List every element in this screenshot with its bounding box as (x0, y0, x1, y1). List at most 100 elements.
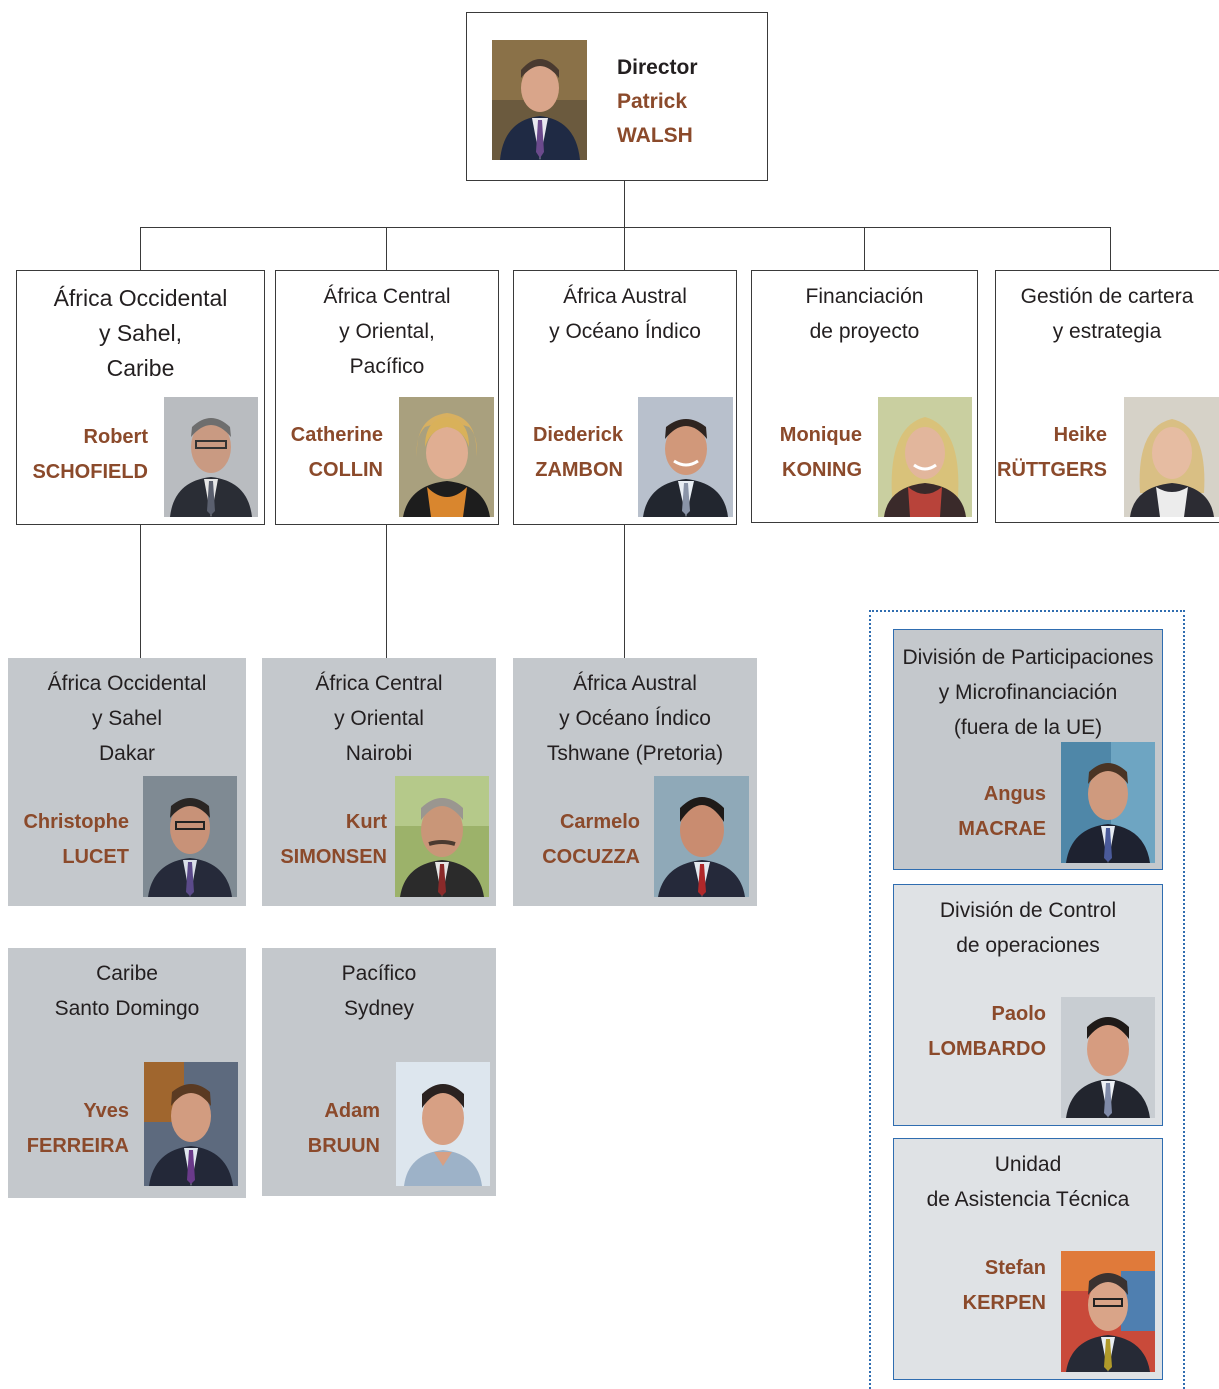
division-box-equity-microfinance: División de Participaciones y Microfinan… (893, 629, 1163, 870)
office-head-photo (395, 776, 489, 897)
office-title: Caribe Santo Domingo (8, 956, 246, 1026)
department-title-line: y estrategia (1052, 320, 1162, 343)
department-title-line: Gestión de cartera (1020, 285, 1194, 308)
division-head-photo (1061, 742, 1155, 863)
last-name: KERPEN (962, 1292, 1046, 1314)
division-head-photo (1061, 997, 1155, 1118)
division-title-line: de Asistencia Técnica (926, 1188, 1130, 1211)
office-head-photo (144, 1062, 238, 1186)
first-name: Adam (324, 1100, 380, 1122)
office-box-dakar: África Occidental y Sahel Dakar Christop… (8, 658, 246, 906)
department-title-line: Caribe (106, 355, 175, 381)
office-title-line: África Occidental (47, 672, 207, 695)
office-title-line: y Océano Índico (559, 707, 711, 730)
office-title-line: Santo Domingo (54, 997, 200, 1020)
department-head-photo (164, 397, 258, 517)
department-box-west-africa: África Occidental y Sahel, Caribe Robert… (16, 270, 265, 525)
office-head-name: Christophe LUCET (23, 805, 129, 875)
office-title-line: Nairobi (345, 742, 413, 765)
department-head-name: Diederick ZAMBON (533, 418, 623, 488)
department-title-line: África Austral (563, 285, 687, 308)
last-name: BRUUN (307, 1135, 380, 1157)
office-title-line: África Austral (573, 672, 697, 695)
office-title: África Occidental y Sahel Dakar (8, 666, 246, 771)
department-title-line: África Central (323, 285, 451, 308)
division-title-line: de operaciones (956, 934, 1100, 957)
first-name: Diederick (532, 424, 623, 446)
department-box-portfolio-strategy: Gestión de cartera y estrategia Heike RÜ… (995, 270, 1219, 523)
office-title-line: Caribe (96, 962, 158, 985)
divisions-group-frame (869, 610, 1185, 1389)
first-name: Paolo (991, 1003, 1046, 1025)
division-head-name: Stefan KERPEN (963, 1251, 1046, 1321)
department-box-project-finance: Financiación de proyecto Monique KONING (751, 270, 978, 523)
connector-office-1 (140, 524, 141, 659)
office-head-name: Yves FERREIRA (27, 1094, 129, 1164)
office-title-line: Pacífico (341, 962, 417, 985)
last-name: ZAMBON (535, 459, 623, 481)
division-title: Unidad de Asistencia Técnica (894, 1147, 1162, 1217)
first-name: Catherine (290, 424, 383, 446)
department-head-photo (399, 397, 494, 517)
first-name: Stefan (984, 1257, 1046, 1279)
office-title-line: Tshwane (Pretoria) (546, 742, 724, 765)
division-box-technical-assistance: Unidad de Asistencia Técnica Stefan KERP… (893, 1138, 1163, 1380)
department-head-name: Heike RÜTTGERS (997, 418, 1107, 488)
connector-office-2 (386, 524, 387, 659)
department-title-line: y Océano Índico (549, 320, 701, 343)
department-title-line: Pacífico (349, 355, 425, 378)
department-box-central-east-africa: África Central y Oriental, Pacífico Cath… (275, 270, 499, 525)
first-name: Monique (779, 424, 862, 446)
office-box-nairobi: África Central y Oriental Nairobi Kurt S… (262, 658, 496, 906)
connector-horizontal-bar (140, 227, 1111, 228)
last-name: COLLIN (308, 459, 383, 481)
last-name: LUCET (62, 846, 129, 868)
office-head-name: Carmelo COCUZZA (542, 805, 640, 875)
connector-dept-1 (140, 227, 141, 270)
office-box-sydney: Pacífico Sydney Adam BRUUN (262, 948, 496, 1196)
department-title-line: y Sahel, (98, 320, 183, 346)
office-head-name: Adam BRUUN (308, 1094, 380, 1164)
office-head-name: Kurt SIMONSEN (280, 805, 387, 875)
office-head-photo (396, 1062, 490, 1186)
office-title-line: Sydney (343, 997, 415, 1020)
division-title-line: (fuera de la UE) (953, 716, 1103, 739)
office-title-line: Dakar (98, 742, 156, 765)
first-name: Yves (83, 1100, 129, 1122)
director-role: Director (617, 56, 698, 79)
connector-dept-3 (624, 227, 625, 270)
office-box-santo-domingo: Caribe Santo Domingo Yves FERREIRA (8, 948, 246, 1198)
department-title: África Central y Oriental, Pacífico (276, 279, 498, 384)
last-name: KONING (782, 459, 862, 481)
last-name: RÜTTGERS (997, 459, 1107, 481)
division-title: División de Control de operaciones (894, 893, 1162, 963)
office-title-line: África Central (315, 672, 443, 695)
office-head-photo (654, 776, 749, 897)
office-head-photo (143, 776, 237, 897)
first-name: Christophe (23, 811, 129, 833)
first-name: Kurt (345, 811, 387, 833)
office-box-tshwane: África Austral y Océano Índico Tshwane (… (513, 658, 757, 906)
department-head-photo (638, 397, 733, 517)
department-head-photo (878, 397, 972, 517)
connector-office-3 (624, 524, 625, 659)
office-title: África Central y Oriental Nairobi (262, 666, 496, 771)
department-title-line: y Oriental, (339, 320, 435, 343)
department-title-line: Financiación (805, 285, 924, 308)
last-name: MACRAE (958, 818, 1046, 840)
department-head-name: Monique KONING (780, 418, 862, 488)
last-name: LOMBARDO (928, 1038, 1046, 1060)
department-title: África Austral y Océano Índico (514, 279, 736, 349)
connector-dept-5 (1110, 227, 1111, 270)
department-title-line: de proyecto (809, 320, 920, 343)
division-box-operations-control: División de Control de operaciones Paolo… (893, 884, 1163, 1126)
last-name: COCUZZA (542, 846, 640, 868)
director-box: Director Patrick WALSH (466, 12, 768, 181)
first-name: Robert (83, 426, 148, 448)
last-name: SIMONSEN (280, 846, 387, 868)
department-head-name: Robert SCHOFIELD (32, 420, 148, 490)
department-box-southern-africa: África Austral y Océano Índico Diederick… (513, 270, 737, 525)
first-name: Heike (1053, 424, 1107, 446)
department-title: Financiación de proyecto (752, 279, 977, 349)
last-name: FERREIRA (26, 1135, 129, 1157)
